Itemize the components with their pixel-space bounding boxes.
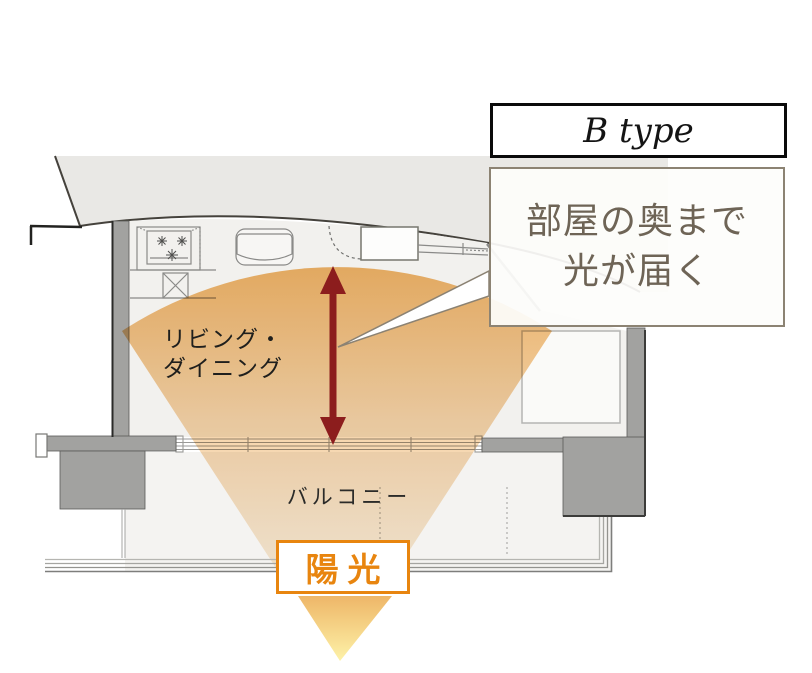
- right-wall-dark-edge: [563, 330, 646, 517]
- storage-closet: [360, 226, 419, 261]
- wall-pipe-box: [35, 433, 48, 458]
- unit-type-label: B type: [583, 110, 694, 151]
- stove-burner-icons: [157, 236, 187, 261]
- callout-line2: 光が届く: [562, 251, 711, 292]
- unit-type-badge: B type: [490, 103, 787, 158]
- door-swing-arc: [328, 225, 362, 260]
- light-callout: 部屋の奥まで 光が届く: [489, 167, 785, 327]
- living-dining-line1: リビング・: [163, 327, 283, 353]
- balcony-divider: [121, 509, 126, 558]
- kitchen-wall-lines: [130, 269, 216, 299]
- sunlight-badge: 陽光: [276, 540, 410, 594]
- balcony-label: バルコニー: [286, 485, 412, 509]
- sunlight-beam-tip: [298, 596, 392, 661]
- callout-line1: 部屋の奥まで: [525, 201, 748, 243]
- sink: [235, 228, 294, 266]
- living-dining-line2: ダイニング: [163, 355, 283, 382]
- walls: [46, 220, 646, 517]
- depth-arrow: [320, 266, 346, 445]
- balcony-railing: [45, 517, 613, 573]
- sunlight-label: 陽光: [305, 550, 390, 589]
- living-dining-label: リビング・ ダイニング: [138, 326, 308, 383]
- left-corner-wall: [29, 224, 83, 245]
- closet-wall-lines: [417, 243, 490, 256]
